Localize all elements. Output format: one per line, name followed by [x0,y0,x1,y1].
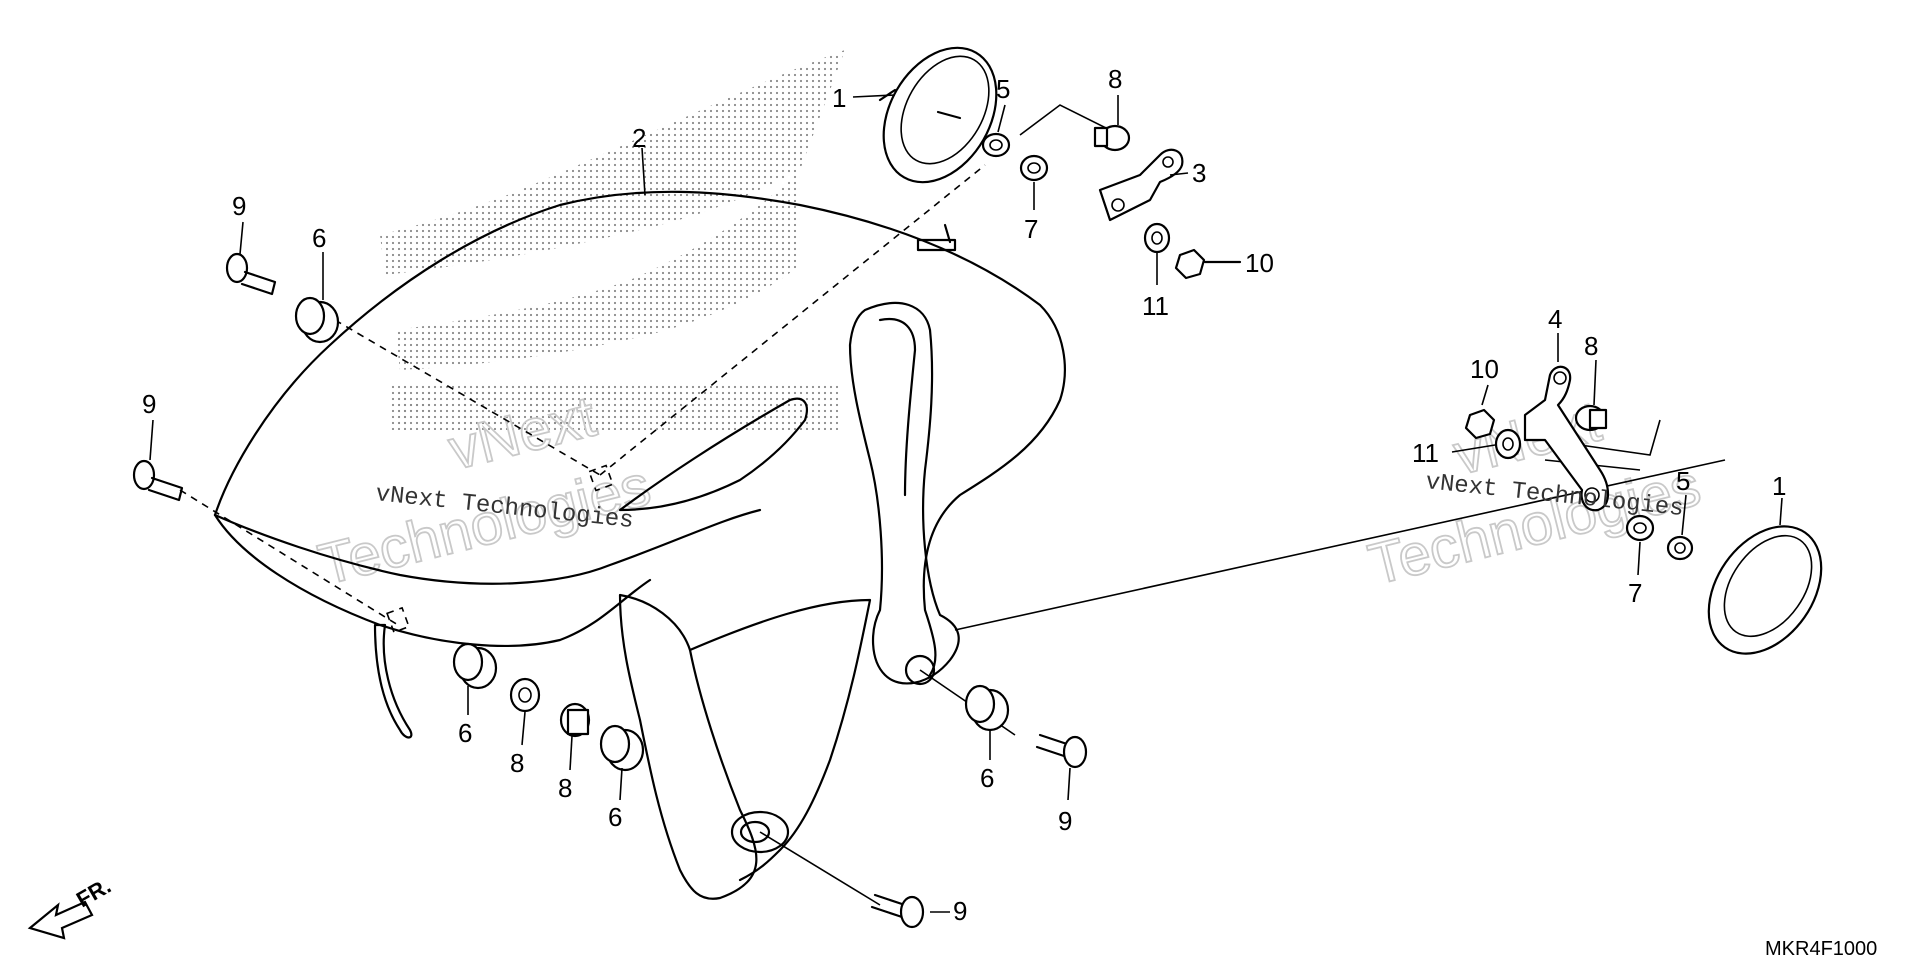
callout-5-right: 5 [1676,466,1690,496]
collar-8-lower-a [509,677,541,713]
callout-11-top: 11 [1142,291,1169,321]
collar-top [981,132,1011,158]
callout-4: 4 [1548,304,1562,334]
washer-7-right [1625,514,1655,542]
callout-10-top: 10 [1245,248,1274,278]
logo-letters: HONDA [395,376,718,441]
bracket-3 [1098,148,1184,222]
grommet-6-lower-b [599,724,645,772]
callout-10-right: 10 [1470,354,1499,384]
front-fender [213,190,1066,900]
screw-9-left-top [225,252,277,296]
callout-9-right-lower: 9 [1058,806,1072,836]
callout-7-right: 7 [1628,578,1642,608]
screw-9-left [132,459,184,502]
callout-3: 3 [1192,158,1206,188]
collar-8-right [1574,404,1608,432]
callout-6-lower-b: 6 [608,802,622,832]
callout-5-top: 5 [996,74,1010,104]
screw-9-right-lower [1035,733,1088,769]
callout-9-left: 9 [142,389,156,419]
callout-8-top: 8 [1108,64,1122,94]
callout-6-right-lower: 6 [980,763,994,793]
honda-wing-logo: HONDA [380,50,845,441]
bracket-4 [1523,365,1610,512]
callout-8-right: 8 [1584,331,1598,361]
front-label: FR. [72,873,115,912]
callout-6-left-top: 6 [312,223,326,253]
callout-labels: 1 2 3 5 7 8 10 11 9 6 9 6 8 8 6 6 9 9 4 … [142,64,1786,926]
callout-6-lower-a: 6 [458,718,472,748]
screw-9-bottom [870,893,925,929]
washer-11-top [1143,222,1171,254]
washer-top [1019,154,1049,182]
nut-10-top [1174,248,1242,280]
collar-8-lower-b [559,702,591,738]
front-direction-arrow: FR. [27,873,115,940]
grommet-6-right-lower [964,684,1010,732]
washer-11-right [1494,428,1522,460]
callout-7-top: 7 [1024,214,1038,244]
nut-10-right [1464,408,1496,440]
grommet-collar-top [1093,124,1131,152]
callout-1-top: 1 [832,83,846,113]
callout-9-left-top: 9 [232,191,246,221]
callout-9-bottom: 9 [953,896,967,926]
watermark-outline-word-4: Technologies [1362,453,1706,598]
reflector-top [878,46,998,184]
callout-11-right: 11 [1412,438,1439,468]
callout-8-lower-a: 8 [510,748,524,778]
leader-lines [149,94,1783,913]
callout-1-right: 1 [1772,471,1786,501]
collar-5-right [1666,535,1694,561]
grommet-6-left-top [294,296,340,344]
callout-8-lower-b: 8 [558,773,572,803]
reflector-right [1707,525,1823,655]
part-code: MKR4F1000 [1765,938,1877,960]
callout-2: 2 [632,123,646,153]
grommet-6-lower-a [452,642,498,690]
